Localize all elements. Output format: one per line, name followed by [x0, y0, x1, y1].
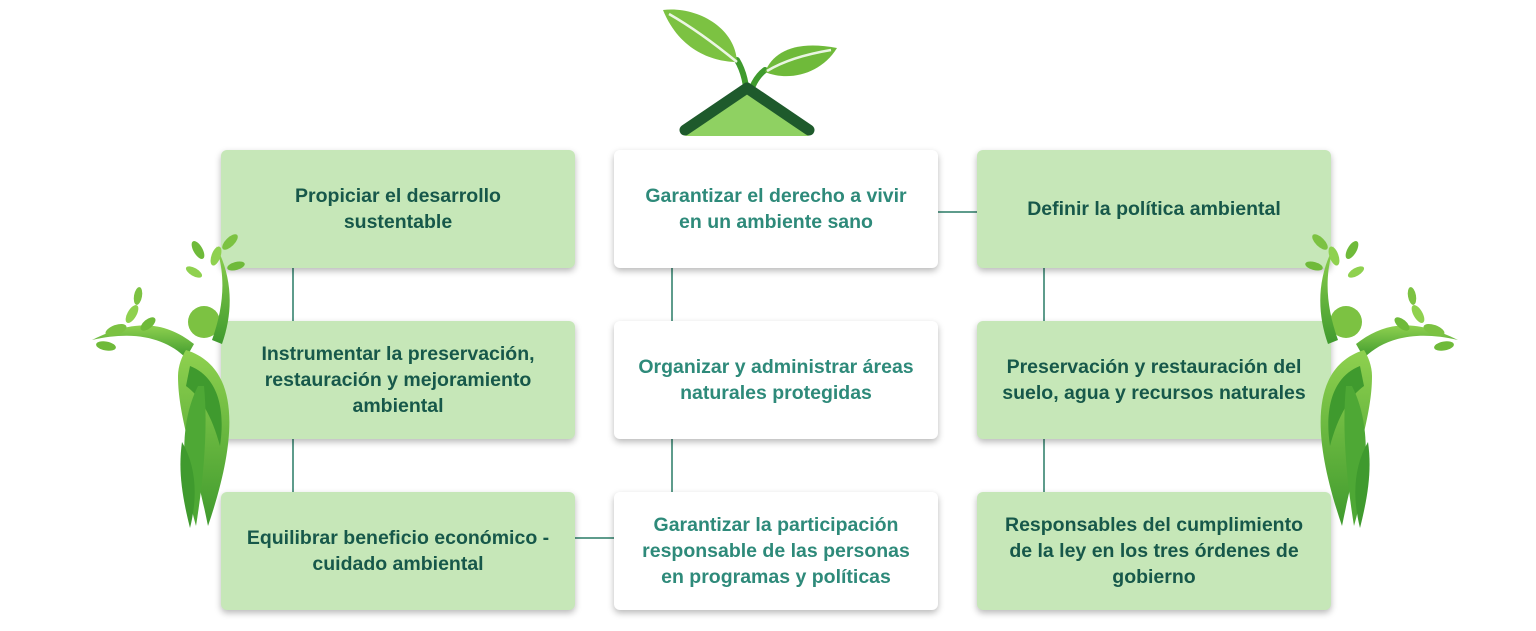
box-left-2: Instrumentar la preservación, restauraci…: [221, 321, 575, 439]
box-left-2-label: Instrumentar la preservación, restauraci…: [261, 343, 535, 417]
box-middle-3-label: Garantizar la participación responsable …: [642, 514, 910, 588]
box-right-3-label: Responsables del cumplimiento de la ley …: [1005, 514, 1303, 588]
box-left-3-label: Equilibrar beneficio económico - cuidado…: [246, 527, 550, 575]
box-left-3: Equilibrar beneficio económico - cuidado…: [221, 492, 575, 610]
box-middle-2: Organizar y administrar áreas naturales …: [614, 321, 938, 439]
sprout-roof-icon: [663, 9, 837, 136]
box-left-1-label: Propiciar el desarrollo sustentable: [295, 185, 501, 233]
box-middle-1: Garantizar el derecho a vivir en un ambi…: [614, 150, 938, 268]
box-middle-1-label: Garantizar el derecho a vivir en un ambi…: [645, 185, 907, 233]
box-middle-3: Garantizar la participación responsable …: [614, 492, 938, 610]
box-right-1: Definir la política ambiental: [977, 150, 1331, 268]
box-right-3: Responsables del cumplimiento de la ley …: [977, 492, 1331, 610]
box-middle-2-label: Organizar y administrar áreas naturales …: [638, 356, 914, 404]
leafy-human-figure-icon: [92, 234, 245, 528]
box-right-2-label: Preservación y restauración del suelo, a…: [1002, 356, 1306, 404]
box-left-1: Propiciar el desarrollo sustentable: [221, 150, 575, 268]
box-right-2: Preservación y restauración del suelo, a…: [977, 321, 1331, 439]
box-right-1-label: Definir la política ambiental: [1027, 198, 1281, 220]
leafy-human-figure-icon: [1305, 234, 1458, 528]
